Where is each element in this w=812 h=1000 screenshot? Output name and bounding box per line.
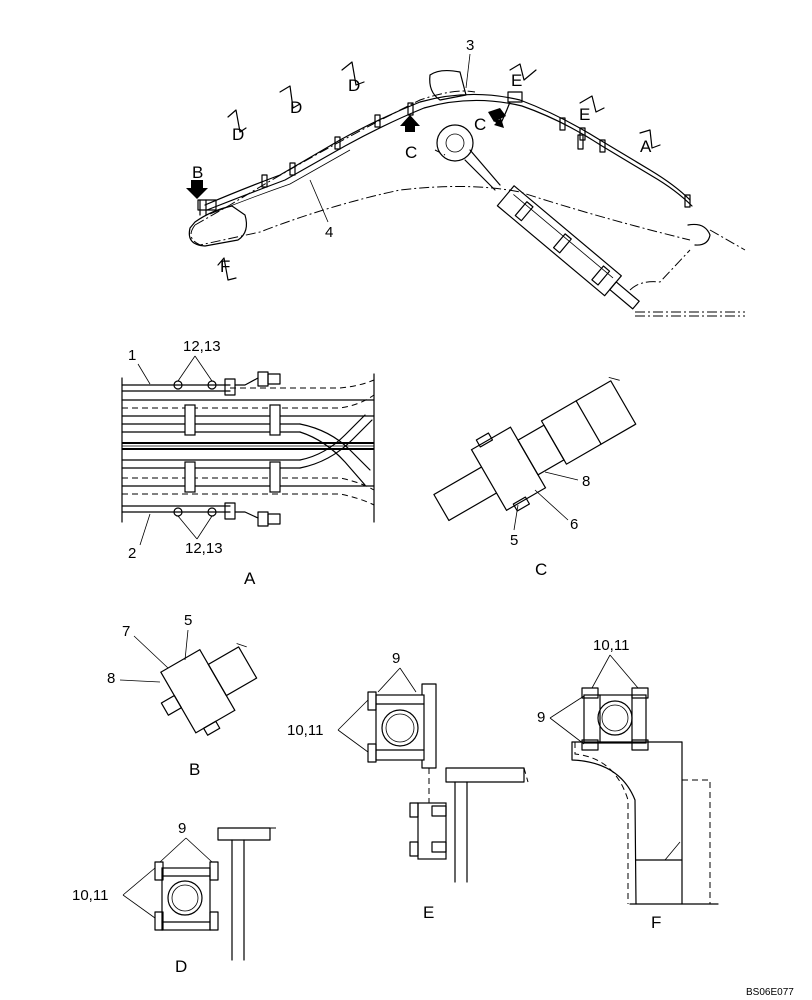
label-d2: D xyxy=(290,98,302,117)
label-f: F xyxy=(220,257,230,276)
callout-e-10-11: 10,11 xyxy=(287,722,323,739)
callout-f-10-11: 10,11 xyxy=(593,637,629,654)
label-e1: E xyxy=(511,71,522,90)
arrow-c2-body-icon xyxy=(488,108,506,122)
arrow-b-icon xyxy=(186,180,208,199)
callout-c-6: 6 xyxy=(570,516,578,533)
view-d: 9 10,11 D xyxy=(72,820,278,976)
label-b: B xyxy=(192,163,203,182)
label-e2: E xyxy=(579,105,590,124)
callout-b-5: 5 xyxy=(184,612,192,629)
view-b-title: B xyxy=(189,760,200,779)
view-f: 10,11 9 F xyxy=(537,637,719,932)
label-c: C xyxy=(405,143,417,162)
callout-3: 3 xyxy=(466,37,474,54)
view-c: 8 5 6 C xyxy=(433,376,637,579)
overview-boom: B C C D D D E E A F 3 4 xyxy=(186,37,746,317)
callout-b-8: 8 xyxy=(107,670,115,687)
callout-c-5: 5 xyxy=(510,532,518,549)
view-d-title: D xyxy=(175,957,187,976)
callout-2: 2 xyxy=(128,545,136,562)
arrow-c-icon xyxy=(400,115,420,132)
callout-1: 1 xyxy=(128,347,136,364)
callout-d-9: 9 xyxy=(178,820,186,837)
callout-c-8: 8 xyxy=(582,473,590,490)
label-d1: D xyxy=(232,125,244,144)
callout-b-7: 7 xyxy=(122,623,130,640)
drawing-code: BS06E077 xyxy=(746,987,794,998)
callout-f-9: 9 xyxy=(537,709,545,726)
section-marks xyxy=(217,61,661,281)
callout-12-13-bottom: 12,13 xyxy=(185,540,223,557)
callout-e-9: 9 xyxy=(392,650,400,667)
label-c2: C xyxy=(474,115,486,134)
view-a-title: A xyxy=(244,569,256,588)
callout-4: 4 xyxy=(325,224,333,241)
view-f-title: F xyxy=(651,913,661,932)
label-d3: D xyxy=(348,76,360,95)
view-b: 7 5 8 B xyxy=(107,612,258,779)
view-e-title: E xyxy=(423,903,434,922)
callout-12-13-top: 12,13 xyxy=(183,338,221,355)
label-a: A xyxy=(640,137,652,156)
callout-d-10-11: 10,11 xyxy=(72,887,108,904)
view-e: 9 10,11 E xyxy=(287,650,529,922)
view-a: 1 2 12,13 12,13 A xyxy=(121,338,375,588)
view-c-title: C xyxy=(535,560,547,579)
